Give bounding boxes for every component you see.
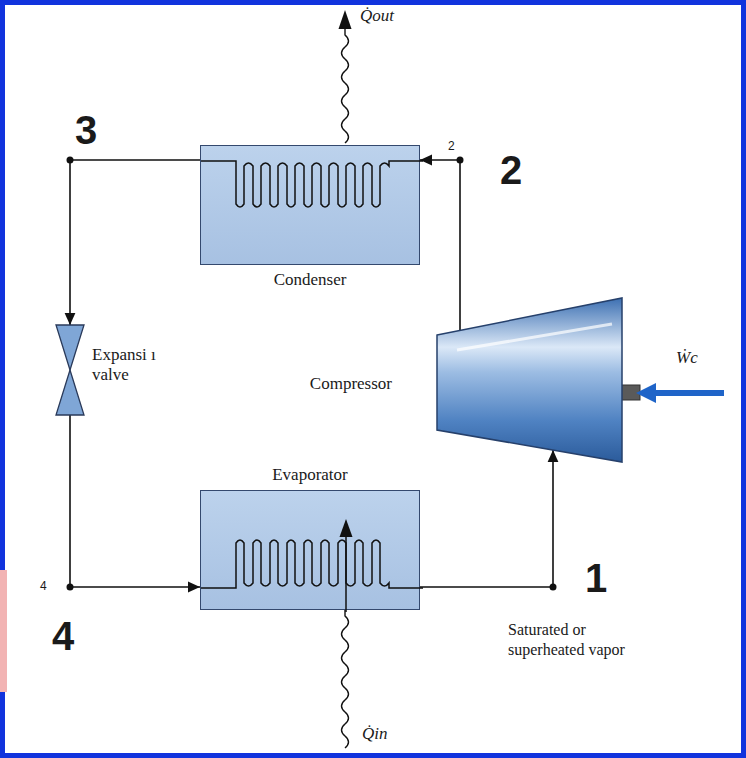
condenser-box-graphic <box>201 146 419 264</box>
evaporator-coil <box>201 540 423 588</box>
state-number: 1 <box>585 558 607 598</box>
heat-label: Q̇out <box>360 6 394 26</box>
compressor-body <box>437 298 622 462</box>
state-number: 2 <box>448 140 455 152</box>
flow-line <box>70 160 200 325</box>
expansion-valve: Expansi ı valve <box>56 325 84 415</box>
heat-in-arrow <box>345 535 347 612</box>
frame-border <box>3 3 744 756</box>
state-number: 2 <box>500 150 522 190</box>
expansion-valve-graphic <box>56 325 84 415</box>
state-note: Saturated or superheated vapor <box>508 620 658 660</box>
flow-line <box>70 415 200 587</box>
work-arrowhead <box>636 383 656 403</box>
component-name: Evaporator <box>201 465 419 485</box>
heat-label: Q̇in <box>362 724 388 744</box>
work-label: Ẇc <box>676 348 698 368</box>
evaporator-box: Evaporator <box>200 490 420 610</box>
evaporator-box-graphic <box>201 491 419 609</box>
state-number: 3 <box>75 110 97 150</box>
component-name: Expansi ı valve <box>92 345 176 386</box>
heat-out-wave <box>342 28 349 143</box>
component-name: Condenser <box>201 270 419 290</box>
valve-triangle <box>56 370 84 415</box>
flow-line <box>420 450 553 587</box>
compressor-symbol: Compressor <box>437 298 622 462</box>
state-number: 4 <box>40 580 47 592</box>
condenser-coil <box>201 161 423 207</box>
heat-in-arrowhead <box>340 519 353 537</box>
valve-triangle <box>56 325 84 370</box>
heat-out-arrowhead <box>339 10 352 29</box>
state-number: 4 <box>52 616 74 656</box>
heat-in-wave <box>342 610 349 748</box>
side-strip <box>0 570 7 692</box>
work-arrow-shaft <box>652 390 724 396</box>
condenser-box: Condenser <box>200 145 420 265</box>
component-name: Compressor <box>310 374 392 394</box>
flow-line <box>420 160 460 330</box>
compressor-highlight <box>457 324 612 350</box>
compressor-symbol-graphic <box>437 298 622 462</box>
